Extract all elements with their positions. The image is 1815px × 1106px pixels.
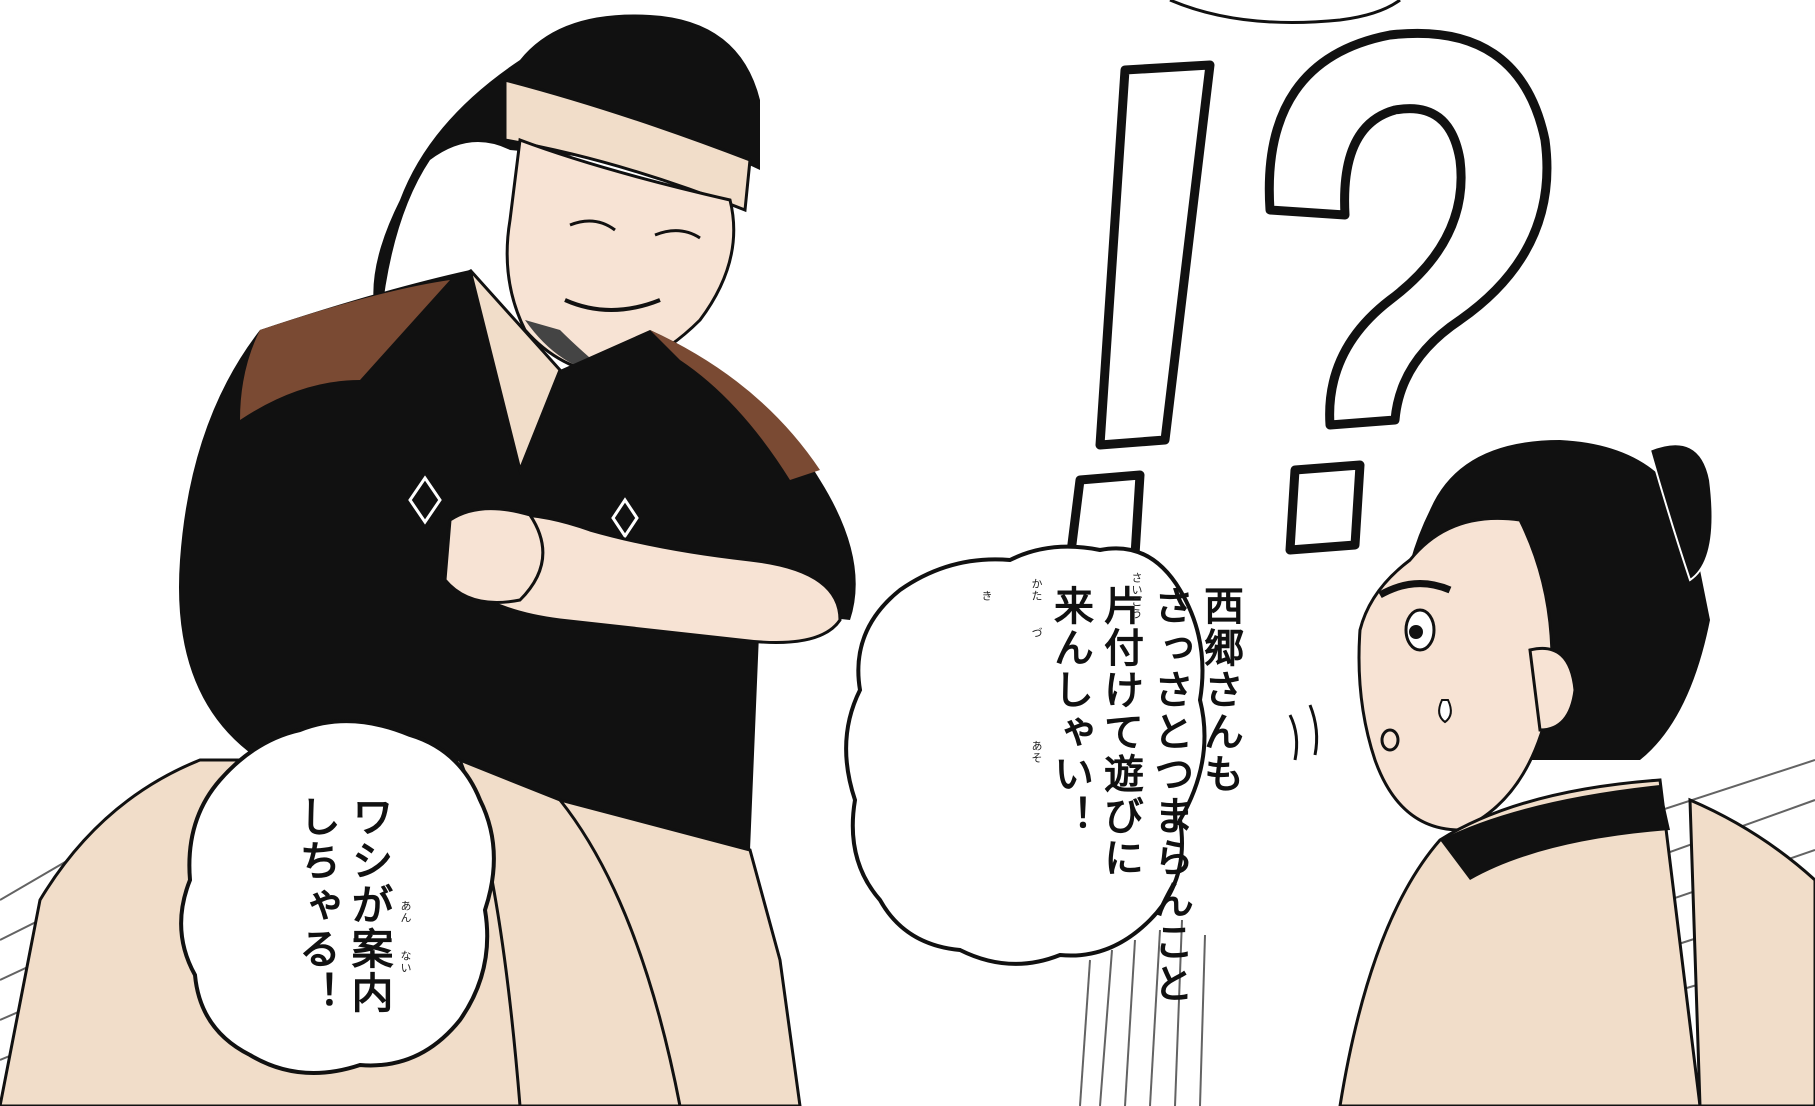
speech-text-saigo: 西郷さんも さっさとつまらんこと 片付けて遊びに 来んしゃい！ bbox=[1047, 585, 1243, 1005]
ruby-aso: あそ bbox=[1030, 740, 1043, 764]
offscreen-bubble-edge bbox=[1169, 0, 1401, 24]
ruby-kata: かた bbox=[1030, 578, 1043, 602]
ruby-zu: づ bbox=[1030, 627, 1043, 639]
ruby-saigo: さいごう bbox=[1130, 572, 1143, 620]
character-right-samurai bbox=[1288, 440, 1815, 1106]
speech-text-guide: ワシが案内 しちゃる！ bbox=[292, 795, 395, 1015]
ruby-nai: ない bbox=[399, 950, 412, 974]
speech-bubble-saigo bbox=[844, 544, 1207, 966]
speech-bubble-guide bbox=[179, 719, 496, 1075]
exclamation-question-mark bbox=[1065, 28, 1552, 565]
ruby-ki: き bbox=[980, 590, 993, 602]
ruby-an: あん bbox=[399, 900, 412, 924]
